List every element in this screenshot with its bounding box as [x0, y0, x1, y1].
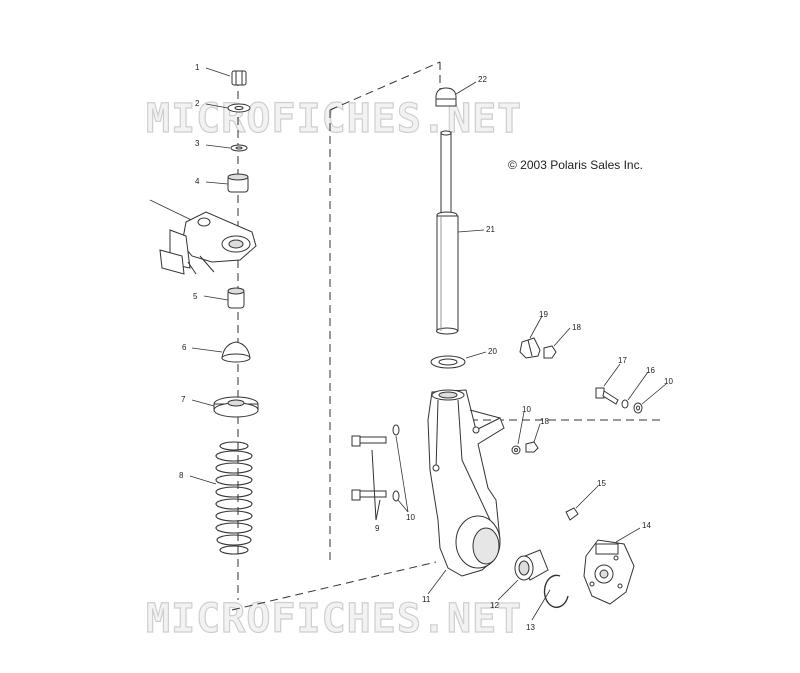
callout-14: 14	[642, 521, 651, 530]
callout-22: 22	[478, 75, 487, 84]
watermark-top: MICROFICHES.NET	[145, 95, 523, 142]
copyright-notice: © 2003 Polaris Sales Inc.	[508, 158, 643, 172]
part-1-nut	[231, 70, 247, 86]
part-6-cup	[221, 341, 251, 363]
callout-labels: 1 2 3 4 5 6 7 8 9 10 10 10 11 12 13 14 1…	[179, 63, 673, 632]
part-20-washer	[430, 355, 466, 369]
part-11-knuckle	[427, 389, 505, 577]
callout-20: 20	[488, 347, 497, 356]
part-16-washer	[621, 399, 629, 409]
part-8-spring	[215, 441, 253, 555]
part-12-bearing	[514, 549, 549, 581]
part-19-clamp	[519, 337, 541, 359]
callout-4: 4	[195, 177, 200, 186]
callout-12: 12	[490, 601, 499, 610]
callout-5: 5	[193, 292, 198, 301]
part-7-spring-seat	[213, 396, 259, 418]
assembly-guide-lines	[231, 61, 660, 611]
part-10-washers	[392, 402, 643, 502]
callout-3: 3	[195, 139, 200, 148]
part-17-bolt	[595, 387, 619, 405]
part-18-nut-lower	[525, 441, 539, 453]
part-9-bolts	[351, 435, 387, 521]
callout-10c: 10	[664, 377, 673, 386]
callout-19: 19	[539, 310, 548, 319]
callout-11: 11	[422, 595, 431, 604]
part-2-washer	[227, 103, 251, 113]
part-4-bushing	[227, 173, 249, 193]
callout-7: 7	[181, 395, 186, 404]
upper-mount-bracket	[149, 199, 257, 275]
callout-10a: 10	[406, 513, 415, 522]
callout-15: 15	[597, 479, 606, 488]
callout-18b: 18	[540, 417, 549, 426]
callout-21: 21	[486, 225, 495, 234]
part-15-fitting	[565, 507, 579, 521]
leader-lines	[189, 67, 667, 621]
callout-18a: 18	[572, 323, 581, 332]
watermark-bottom: MICROFICHES.NET	[145, 595, 523, 642]
callout-2: 2	[195, 99, 200, 108]
callout-17: 17	[618, 356, 627, 365]
callout-8: 8	[179, 471, 184, 480]
part-22-bump-stop	[435, 87, 457, 107]
callout-9: 9	[375, 524, 380, 533]
callout-6: 6	[182, 343, 187, 352]
callout-10b: 10	[522, 405, 531, 414]
part-18-nut-upper	[543, 345, 557, 359]
callout-16: 16	[646, 366, 655, 375]
part-13-retaining-ring	[543, 574, 569, 608]
part-3-washer	[230, 144, 248, 152]
part-5-nut	[227, 287, 245, 309]
callout-1: 1	[195, 63, 200, 72]
part-14-hub	[583, 539, 635, 605]
callout-13: 13	[526, 623, 535, 632]
part-21-strut	[436, 130, 459, 335]
